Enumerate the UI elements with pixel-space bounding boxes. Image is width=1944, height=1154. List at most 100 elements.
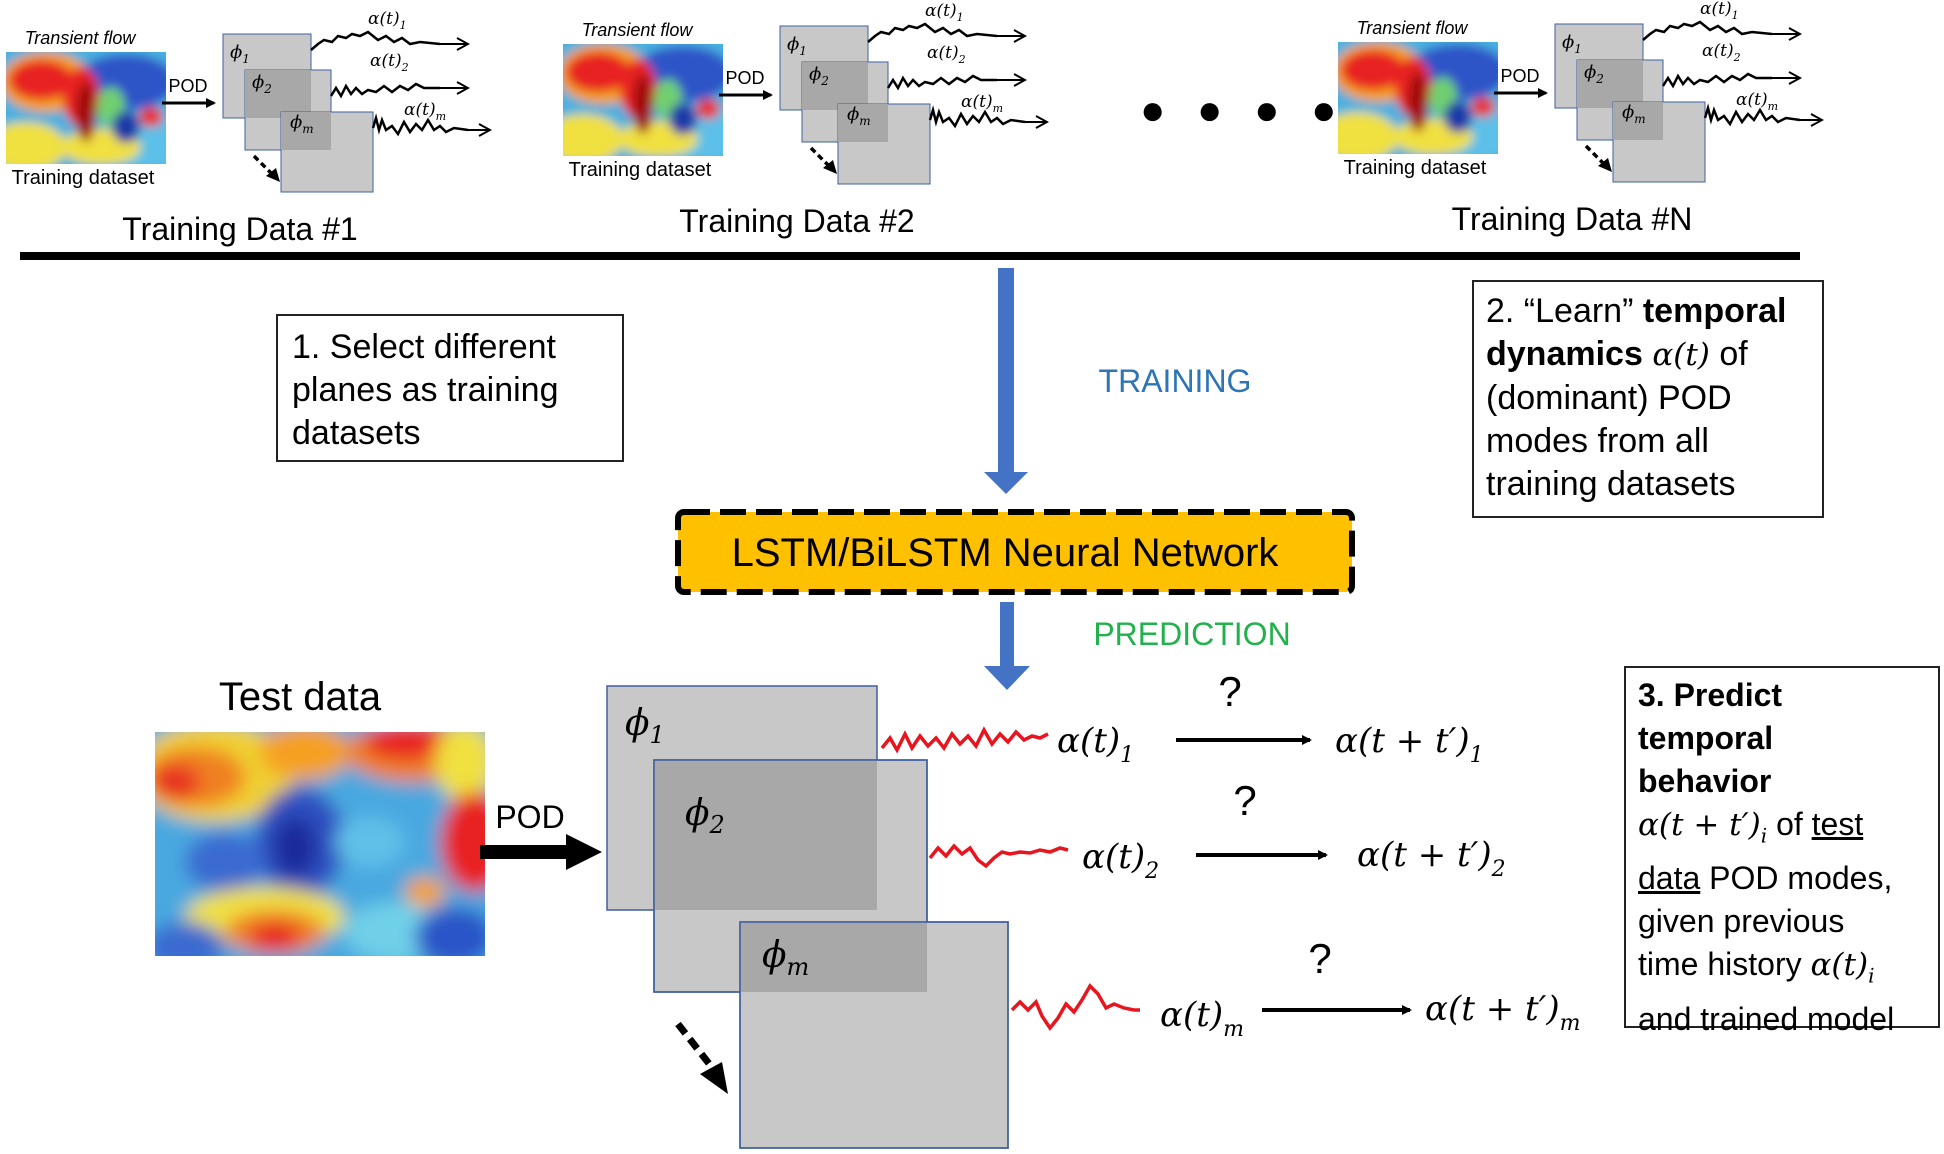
- training-label: TRAINING: [1099, 363, 1252, 399]
- training-mode-label-3-1: ϕ1: [1562, 32, 1582, 56]
- training-mode-label-2-3: ϕm: [847, 104, 871, 128]
- step3-box: 3. Predict temporal behavior α(t + t′)i …: [1624, 666, 1940, 1037]
- training-signal-3-3: [1703, 103, 1801, 127]
- training-signal-1-2: [329, 82, 440, 99]
- test-flow-field: [155, 732, 485, 956]
- training-mode-label-2-2: ϕ2: [809, 64, 829, 88]
- training-coeff-2-2: α(t)2: [927, 43, 966, 66]
- test-question-2: ?: [1233, 777, 1256, 824]
- step3-line-4: α(t + t′)i of test: [1638, 806, 1864, 848]
- training-panel-title-3: Training Data #N: [1452, 201, 1693, 237]
- training-coeff-3-3: α(t)m: [1736, 90, 1778, 113]
- step2-line-3: (dominant) POD: [1486, 379, 1732, 417]
- training-dataset-label-1: Training dataset: [12, 167, 155, 189]
- training-signal-2-1: [867, 22, 998, 43]
- test-coeff-2: α(t)2: [1082, 837, 1159, 884]
- test-question-m: ?: [1308, 935, 1331, 982]
- training-more-modes-arrow-3: [1584, 144, 1606, 166]
- training-mode-label-3-2: ϕ2: [1584, 62, 1604, 86]
- step3-line-3: behavior: [1638, 763, 1772, 799]
- ellipsis-dots: ● ● ● ●: [1140, 86, 1346, 133]
- test-data-title: Test data: [219, 675, 382, 719]
- test-mode-planes: [606, 685, 1009, 1149]
- step3-line-6: given previous: [1638, 903, 1845, 940]
- test-signal-2: [928, 843, 1069, 869]
- network-label: LSTM/BiLSTM Neural Network: [732, 531, 1280, 575]
- training-flow-field-1: [0, 42, 186, 172]
- training-coeff-1-3: α(t)m: [404, 100, 446, 123]
- training-mode-planes-1: [222, 33, 374, 193]
- training-signal-3-2: [1661, 72, 1772, 89]
- training-coeff-1-2: α(t)2: [370, 51, 409, 74]
- training-panel-title-1: Training Data #1: [122, 211, 357, 247]
- test-coeff-1: α(t)1: [1057, 721, 1134, 768]
- step3-line-7: time history α(t)i: [1638, 946, 1875, 988]
- test-signal-m: [1010, 983, 1140, 1031]
- training-flow-field-3: [1318, 32, 1518, 162]
- step2-line-1: 2. “Learn” temporal: [1486, 292, 1787, 330]
- test-predicted-m: α(t + t′)m: [1425, 989, 1581, 1036]
- training-panel-title-2: Training Data #2: [679, 203, 914, 239]
- training-mode-label-2-1: ϕ1: [787, 34, 807, 58]
- training-mode-label-1-1: ϕ1: [230, 42, 250, 66]
- training-transient-label-2: Transient flow: [582, 20, 694, 40]
- step1-box: 1. Select different planes as training d…: [276, 314, 624, 462]
- step1-line-3: datasets: [292, 414, 421, 452]
- training-arrow: [984, 268, 1028, 494]
- step3-line-5: data POD modes,: [1638, 860, 1893, 897]
- step3-line-2: temporal: [1638, 720, 1774, 756]
- step2-line-2: dynamics α(t) of: [1486, 335, 1748, 373]
- test-signal-1: [880, 726, 1049, 754]
- training-transient-label-3: Transient flow: [1357, 18, 1469, 38]
- training-signal-1-3: [371, 113, 469, 137]
- test-mode-label-1: ϕ1: [625, 703, 665, 749]
- training-dataset-label-2: Training dataset: [569, 159, 712, 181]
- training-signal-1-1: [310, 30, 441, 51]
- training-signal-2-2: [886, 74, 997, 91]
- training-flow-field-2: [543, 34, 743, 164]
- training-pod-label-3: POD: [1500, 66, 1539, 86]
- test-pod-arrow: [480, 834, 602, 870]
- training-mode-label-3-3: ϕm: [1622, 102, 1646, 126]
- training-signal-2-3: [928, 105, 1026, 129]
- step1-line-2: planes as training: [292, 371, 559, 409]
- training-mode-planes-3: [1554, 23, 1706, 183]
- prediction-arrow: [984, 602, 1030, 690]
- training-mode-label-1-2: ϕ2: [252, 72, 272, 96]
- training-coeff-3-2: α(t)2: [1702, 41, 1741, 64]
- training-mode-label-1-3: ϕm: [290, 112, 314, 136]
- section-divider: [20, 252, 1800, 260]
- test-mode-label-m: ϕm: [762, 935, 809, 981]
- training-signal-3-1: [1642, 20, 1773, 41]
- network-box: [675, 509, 1355, 595]
- training-pod-label-2: POD: [725, 68, 764, 88]
- training-dataset-label-3: Training dataset: [1344, 157, 1487, 179]
- training-more-modes-arrow-1: [252, 154, 274, 176]
- training-coeff-3-1: α(t)1: [1700, 0, 1739, 22]
- test-mode-label-2: ϕ2: [685, 793, 725, 839]
- step1-line-1: 1. Select different: [292, 328, 556, 366]
- training-coeff-1-1: α(t)1: [368, 9, 407, 32]
- test-predicted-1: α(t + t′)1: [1335, 721, 1484, 768]
- training-pod-label-1: POD: [168, 76, 207, 96]
- training-coeff-2-1: α(t)1: [925, 1, 964, 24]
- test-coeff-m: α(t)m: [1160, 995, 1244, 1042]
- training-mode-planes-2: [779, 25, 931, 185]
- step2-line-5: training datasets: [1486, 465, 1736, 503]
- training-more-modes-arrow-2: [809, 146, 831, 168]
- test-more-modes-arrow: [675, 1021, 728, 1094]
- prediction-label: PREDICTION: [1093, 616, 1290, 652]
- step2-line-4: modes from all: [1486, 422, 1709, 460]
- test-question-1: ?: [1218, 668, 1241, 715]
- step3-line-1: 3. Predict: [1638, 677, 1783, 713]
- step2-box: 2. “Learn” temporal dynamics α(t) of (do…: [1472, 280, 1824, 518]
- test-predicted-2: α(t + t′)2: [1357, 835, 1506, 882]
- step3-line-8: and trained model: [1638, 1000, 1895, 1037]
- training-coeff-2-3: α(t)m: [961, 92, 1003, 115]
- training-transient-label-1: Transient flow: [25, 28, 137, 48]
- test-pod-label: POD: [495, 799, 564, 835]
